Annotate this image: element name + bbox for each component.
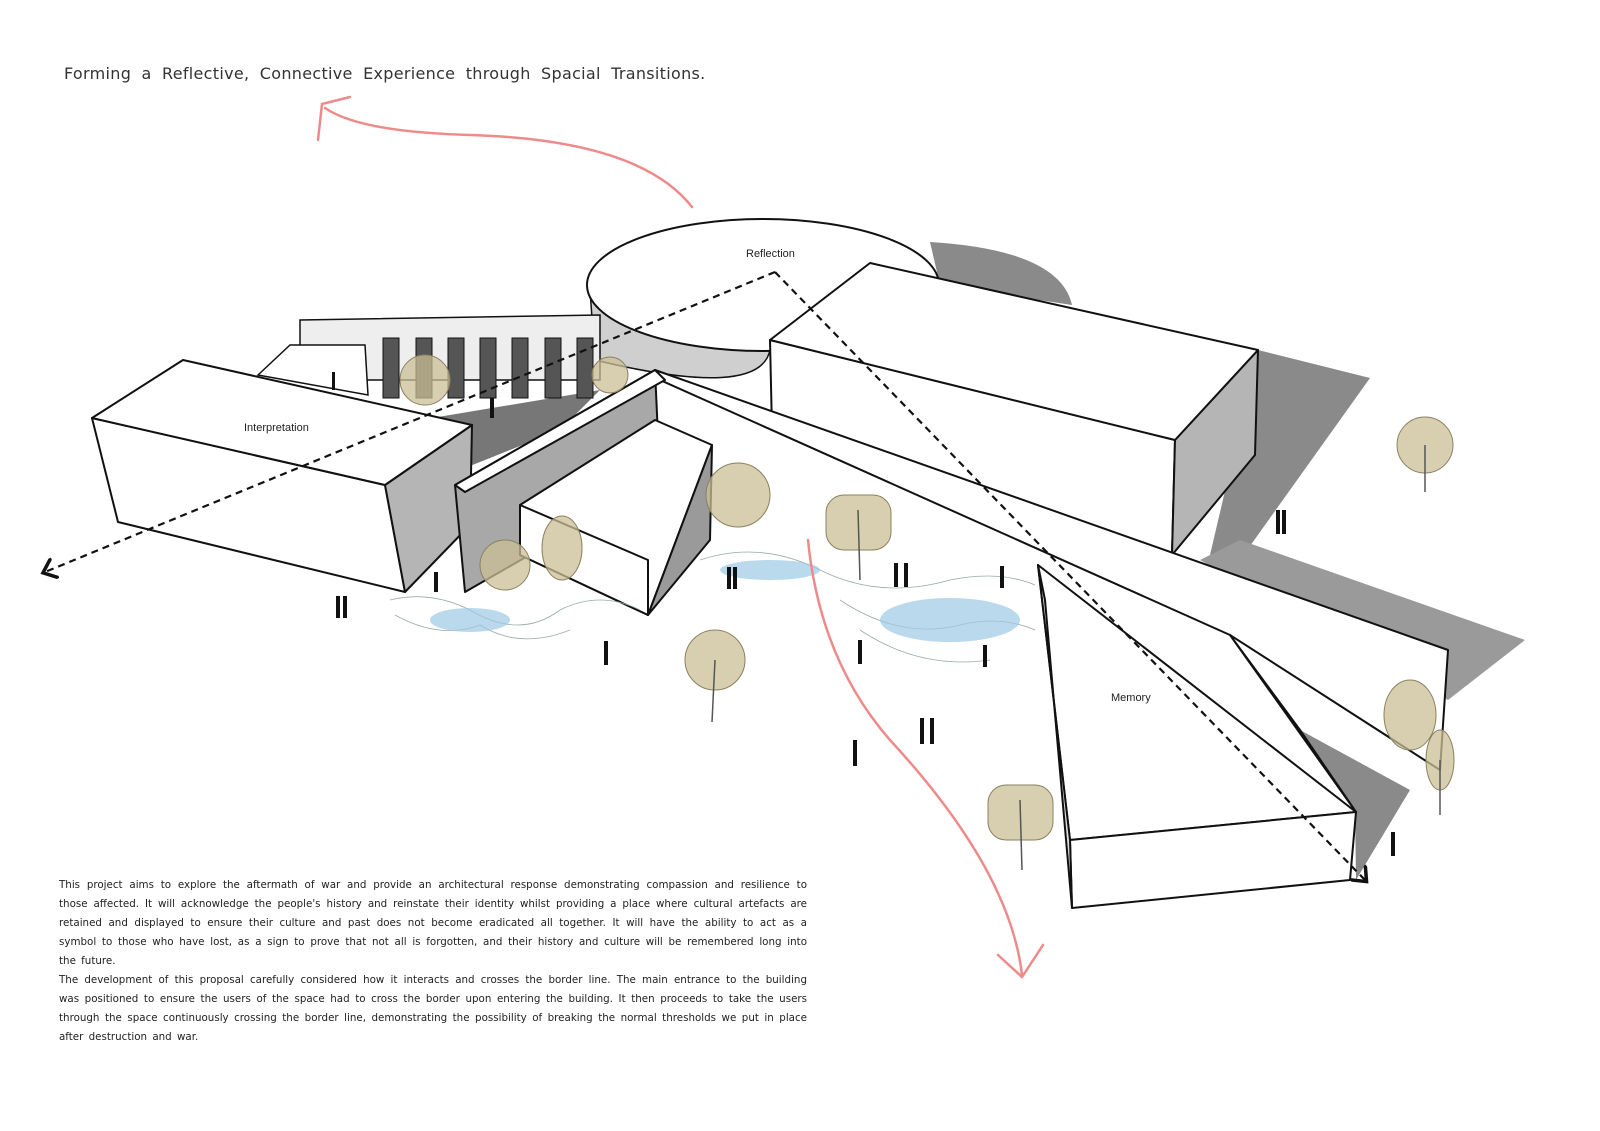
people bbox=[332, 372, 1395, 856]
interpretation-volume bbox=[91, 359, 473, 593]
tree-icon bbox=[591, 356, 629, 394]
tree-icon bbox=[541, 515, 583, 581]
person-icon bbox=[1276, 510, 1280, 534]
person-icon bbox=[727, 567, 731, 589]
person-icon bbox=[983, 645, 987, 667]
person-icon bbox=[336, 596, 340, 618]
label-memory: Memory bbox=[1111, 692, 1151, 704]
memory-block-upper bbox=[769, 262, 1259, 556]
colonnade-wall bbox=[256, 314, 601, 399]
tree-icon bbox=[1383, 679, 1437, 751]
person-icon bbox=[858, 640, 862, 664]
person-icon bbox=[1000, 566, 1004, 588]
person-icon bbox=[332, 372, 335, 390]
person-icon bbox=[1391, 832, 1395, 856]
person-icon bbox=[894, 563, 898, 587]
person-icon bbox=[604, 641, 608, 665]
memory-volume bbox=[1037, 564, 1357, 909]
person-icon bbox=[904, 563, 908, 587]
circulation-arrows bbox=[316, 95, 1045, 979]
person-icon bbox=[733, 567, 737, 589]
tree-icon bbox=[705, 462, 771, 528]
tree-icon bbox=[479, 539, 531, 591]
person-icon bbox=[853, 740, 857, 766]
person-icon bbox=[434, 572, 438, 592]
description-paragraph: The development of this proposal careful… bbox=[59, 974, 807, 1043]
border-line-axes bbox=[45, 270, 1365, 880]
project-description: This project aims to explore the afterma… bbox=[59, 876, 807, 1047]
person-icon bbox=[1282, 510, 1286, 534]
person-icon bbox=[920, 718, 924, 744]
description-paragraph: This project aims to explore the afterma… bbox=[59, 879, 807, 967]
person-icon bbox=[930, 718, 934, 744]
label-interpretation: Interpretation bbox=[244, 422, 309, 434]
water-dots bbox=[430, 560, 1020, 642]
person-icon bbox=[343, 596, 347, 618]
person-icon bbox=[490, 398, 494, 418]
diagram-title: Forming a Reflective, Connective Experie… bbox=[64, 64, 706, 83]
tree-icon bbox=[399, 354, 451, 406]
label-reflection: Reflection bbox=[746, 248, 795, 260]
tree-trunks bbox=[711, 445, 1441, 871]
